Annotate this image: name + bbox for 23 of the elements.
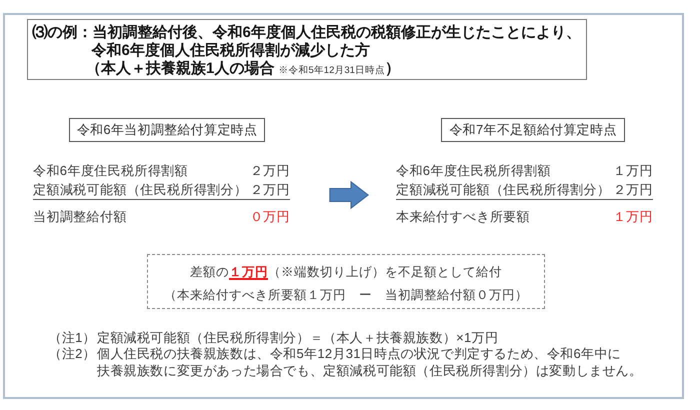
stage-heading-box: 令和7年不足額給付算定時点	[441, 118, 625, 142]
stage-heading-box: 令和6年当初調整給付算定時点	[69, 118, 265, 142]
note-text: 定額減税可能額（住民税所得割分）＝（本人＋扶養親族数）×1万円	[97, 329, 498, 346]
amount-value: １万円	[612, 208, 653, 225]
summary-box	[147, 254, 545, 309]
calculation-text: （本来給付すべき所要額１万円 ー 当初調整給付額０万円）	[164, 287, 528, 304]
amount-value: ２万円	[250, 181, 290, 198]
amount-value: ０万円	[250, 208, 290, 225]
row-label: 定額減税可能額（住民税所得割分）	[396, 181, 610, 198]
summary-text: 差額の１万円（※端数切り上げ）を不足額として給付	[190, 264, 502, 281]
row-label: 当初調整給付額	[33, 208, 127, 225]
row-label: 定額減税可能額（住民税所得割分）	[33, 181, 248, 198]
row-label: 本来給付すべき所要額	[396, 208, 530, 225]
title-box	[27, 19, 587, 80]
amount-value: １万円	[612, 162, 653, 179]
amount-value: ２万円	[250, 162, 290, 179]
row-label: 令和6年度住民税所得割額	[396, 162, 552, 179]
amount-value: ２万円	[612, 181, 653, 198]
heading-text: ⑶の例：当初調整給付後、令和6年度個人住民税の税額修正が生じたことにより、令和6年度個人住民税所得割が減少した方	[32, 24, 582, 60]
note-marker: （注1）	[48, 329, 96, 346]
row-label: 令和6年度住民税所得割額	[33, 162, 188, 179]
subheading-text: （本人＋扶養親族1人の場合 ※令和5年12月31日時点）	[86, 60, 400, 78]
note-marker: （注2）	[48, 345, 96, 362]
